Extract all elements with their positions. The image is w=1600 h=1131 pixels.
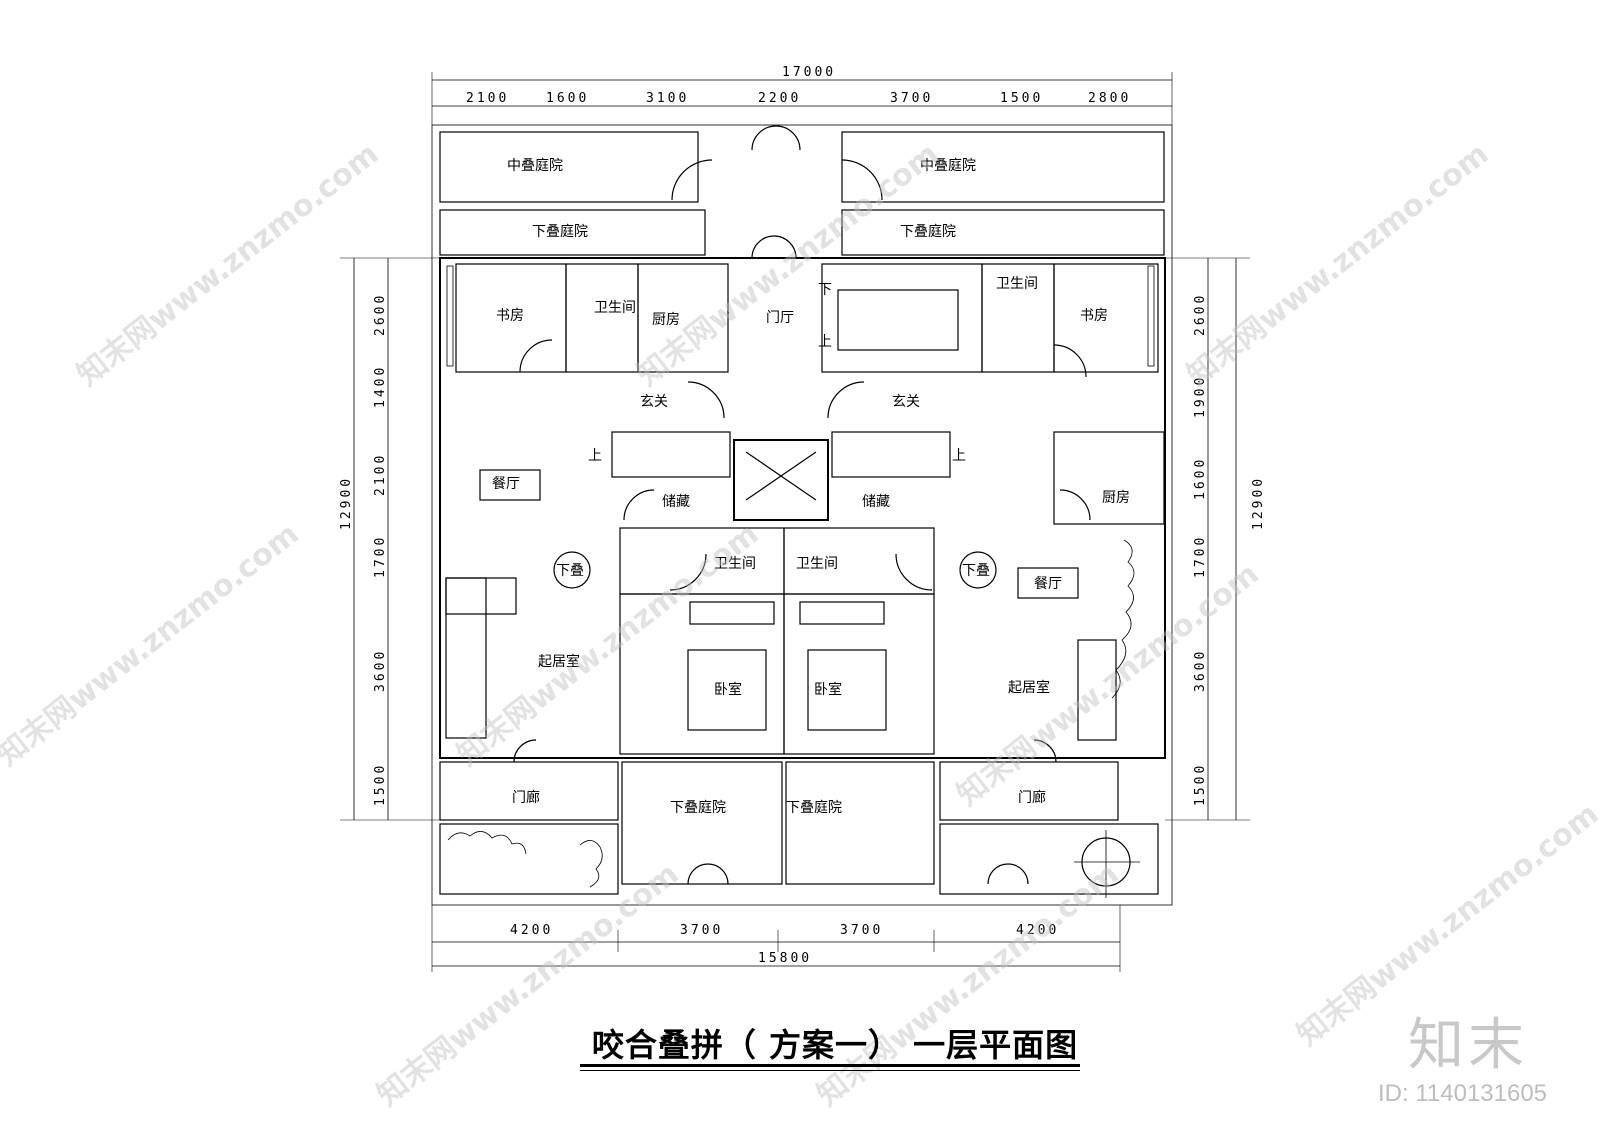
label-kitchen-right: 厨房 (1102, 490, 1130, 506)
wall-kitchen-right (1053, 431, 1165, 525)
mid-court-left (439, 131, 699, 203)
dim-top-7: 2800 (1088, 91, 1131, 106)
label-down-right: 下叠 (962, 563, 990, 579)
label-hall: 门厅 (766, 310, 794, 326)
dim-top-total: 17000 (782, 65, 836, 80)
wall-study-right (1053, 263, 1159, 373)
label-storage-right: 储藏 (862, 494, 890, 510)
dim-right-total: 12900 (1251, 476, 1266, 530)
label-study-left: 书房 (496, 308, 524, 324)
label-bath-left-top: 卫生间 (594, 300, 636, 316)
label-study-right: 书房 (1080, 308, 1108, 324)
dim-right-2: 1900 (1193, 375, 1208, 418)
label-porch-left: 门廊 (512, 789, 540, 806)
dim-left-total: 12900 (339, 476, 354, 530)
label-bath-mid-left: 卫生间 (714, 556, 756, 572)
label-dining-left: 餐厅 (492, 476, 520, 492)
label-up-left: 上 (588, 448, 602, 464)
dim-top-2: 1600 (546, 91, 589, 106)
level-marker-left (553, 551, 591, 589)
dim-right-6: 1500 (1193, 763, 1208, 806)
low-court-mid-right (785, 761, 935, 885)
dim-right-4: 1700 (1193, 535, 1208, 578)
label-bedroom-right: 卧室 (814, 681, 842, 698)
label-storage-left: 储藏 (662, 494, 690, 510)
label-living-left: 起居室 (538, 653, 580, 670)
outer-boundary (431, 124, 1173, 906)
label-kitchen-left: 厨房 (652, 312, 680, 328)
dim-right-3: 1600 (1193, 457, 1208, 500)
label-dining-right: 餐厅 (1034, 576, 1062, 592)
porch-left (439, 761, 619, 821)
dim-top-4: 2200 (758, 91, 801, 106)
label-bedroom-left: 卧室 (714, 681, 742, 698)
dim-bottom-3: 3700 (840, 923, 883, 938)
label-foyer-left: 玄关 (640, 393, 668, 410)
dim-top-5: 3700 (890, 91, 933, 106)
dim-left-2: 1400 (373, 365, 388, 408)
label-stair-down: 下 (818, 282, 832, 298)
dim-left-1: 2600 (373, 293, 388, 336)
label-bath-mid-right: 卫生间 (796, 556, 838, 572)
level-marker-right (959, 551, 997, 589)
plan-title: 咬合叠拼（ 方案一） 一层平面图 (591, 1026, 1079, 1064)
low-court-left-top (439, 209, 706, 256)
porch-right (939, 761, 1119, 821)
mid-court-right (841, 131, 1165, 203)
dim-bottom-total: 15800 (758, 951, 812, 966)
dim-left-3: 2100 (373, 453, 388, 496)
dim-right-1: 2600 (1193, 293, 1208, 336)
low-court-mid-left (621, 761, 783, 885)
dining-table-left (479, 469, 541, 501)
label-foyer-right: 玄关 (892, 393, 920, 410)
dim-top-6: 1500 (1000, 91, 1043, 106)
watermark-id: ID: 1140131605 (1378, 1080, 1548, 1107)
stair-left (611, 431, 731, 478)
dim-left-4: 1700 (373, 535, 388, 578)
label-living-right: 起居室 (1008, 679, 1050, 696)
dim-bottom-2: 3700 (680, 923, 723, 938)
main-building (439, 257, 1166, 759)
label-stair-up: 上 (818, 334, 832, 350)
dim-top-3: 3100 (646, 91, 689, 106)
bed-left (687, 649, 767, 731)
title-underline (580, 1064, 1080, 1067)
label-low-court-mid-left: 下叠庭院 (670, 799, 726, 816)
sofa-right (1077, 639, 1117, 741)
title-underline-thin (580, 1070, 1080, 1071)
dim-left-5: 3600 (373, 649, 388, 692)
dim-left-6: 1500 (373, 763, 388, 806)
elevator (733, 439, 829, 521)
label-low-court-mid-right: 下叠庭院 (786, 799, 842, 816)
stair-right (831, 431, 951, 478)
dim-bottom-4: 4200 (1016, 923, 1059, 938)
stair-core (837, 289, 959, 351)
label-mid-court-left: 中叠庭院 (507, 157, 563, 174)
bed-right (807, 649, 887, 731)
wall-bath-left (565, 263, 639, 373)
label-up-right: 上 (952, 448, 966, 464)
label-mid-court-right: 中叠庭院 (920, 157, 976, 174)
label-porch-right: 门廊 (1018, 789, 1046, 806)
label-low-court-left-top: 下叠庭院 (532, 223, 588, 240)
label-down-left: 下叠 (556, 563, 584, 579)
wall-bedroom-right (783, 593, 935, 755)
low-court-right-top (841, 209, 1165, 256)
label-low-court-right-top: 下叠庭院 (900, 223, 956, 240)
dim-bottom-1: 4200 (510, 923, 553, 938)
dining-table-right (1017, 567, 1079, 599)
label-bath-right-top: 卫生间 (996, 276, 1038, 292)
znzmo-logo: 知末 (1408, 1013, 1528, 1078)
wall-kitchen-left (637, 263, 729, 373)
dim-right-5: 3600 (1193, 649, 1208, 692)
dim-top-1: 2100 (466, 91, 509, 106)
